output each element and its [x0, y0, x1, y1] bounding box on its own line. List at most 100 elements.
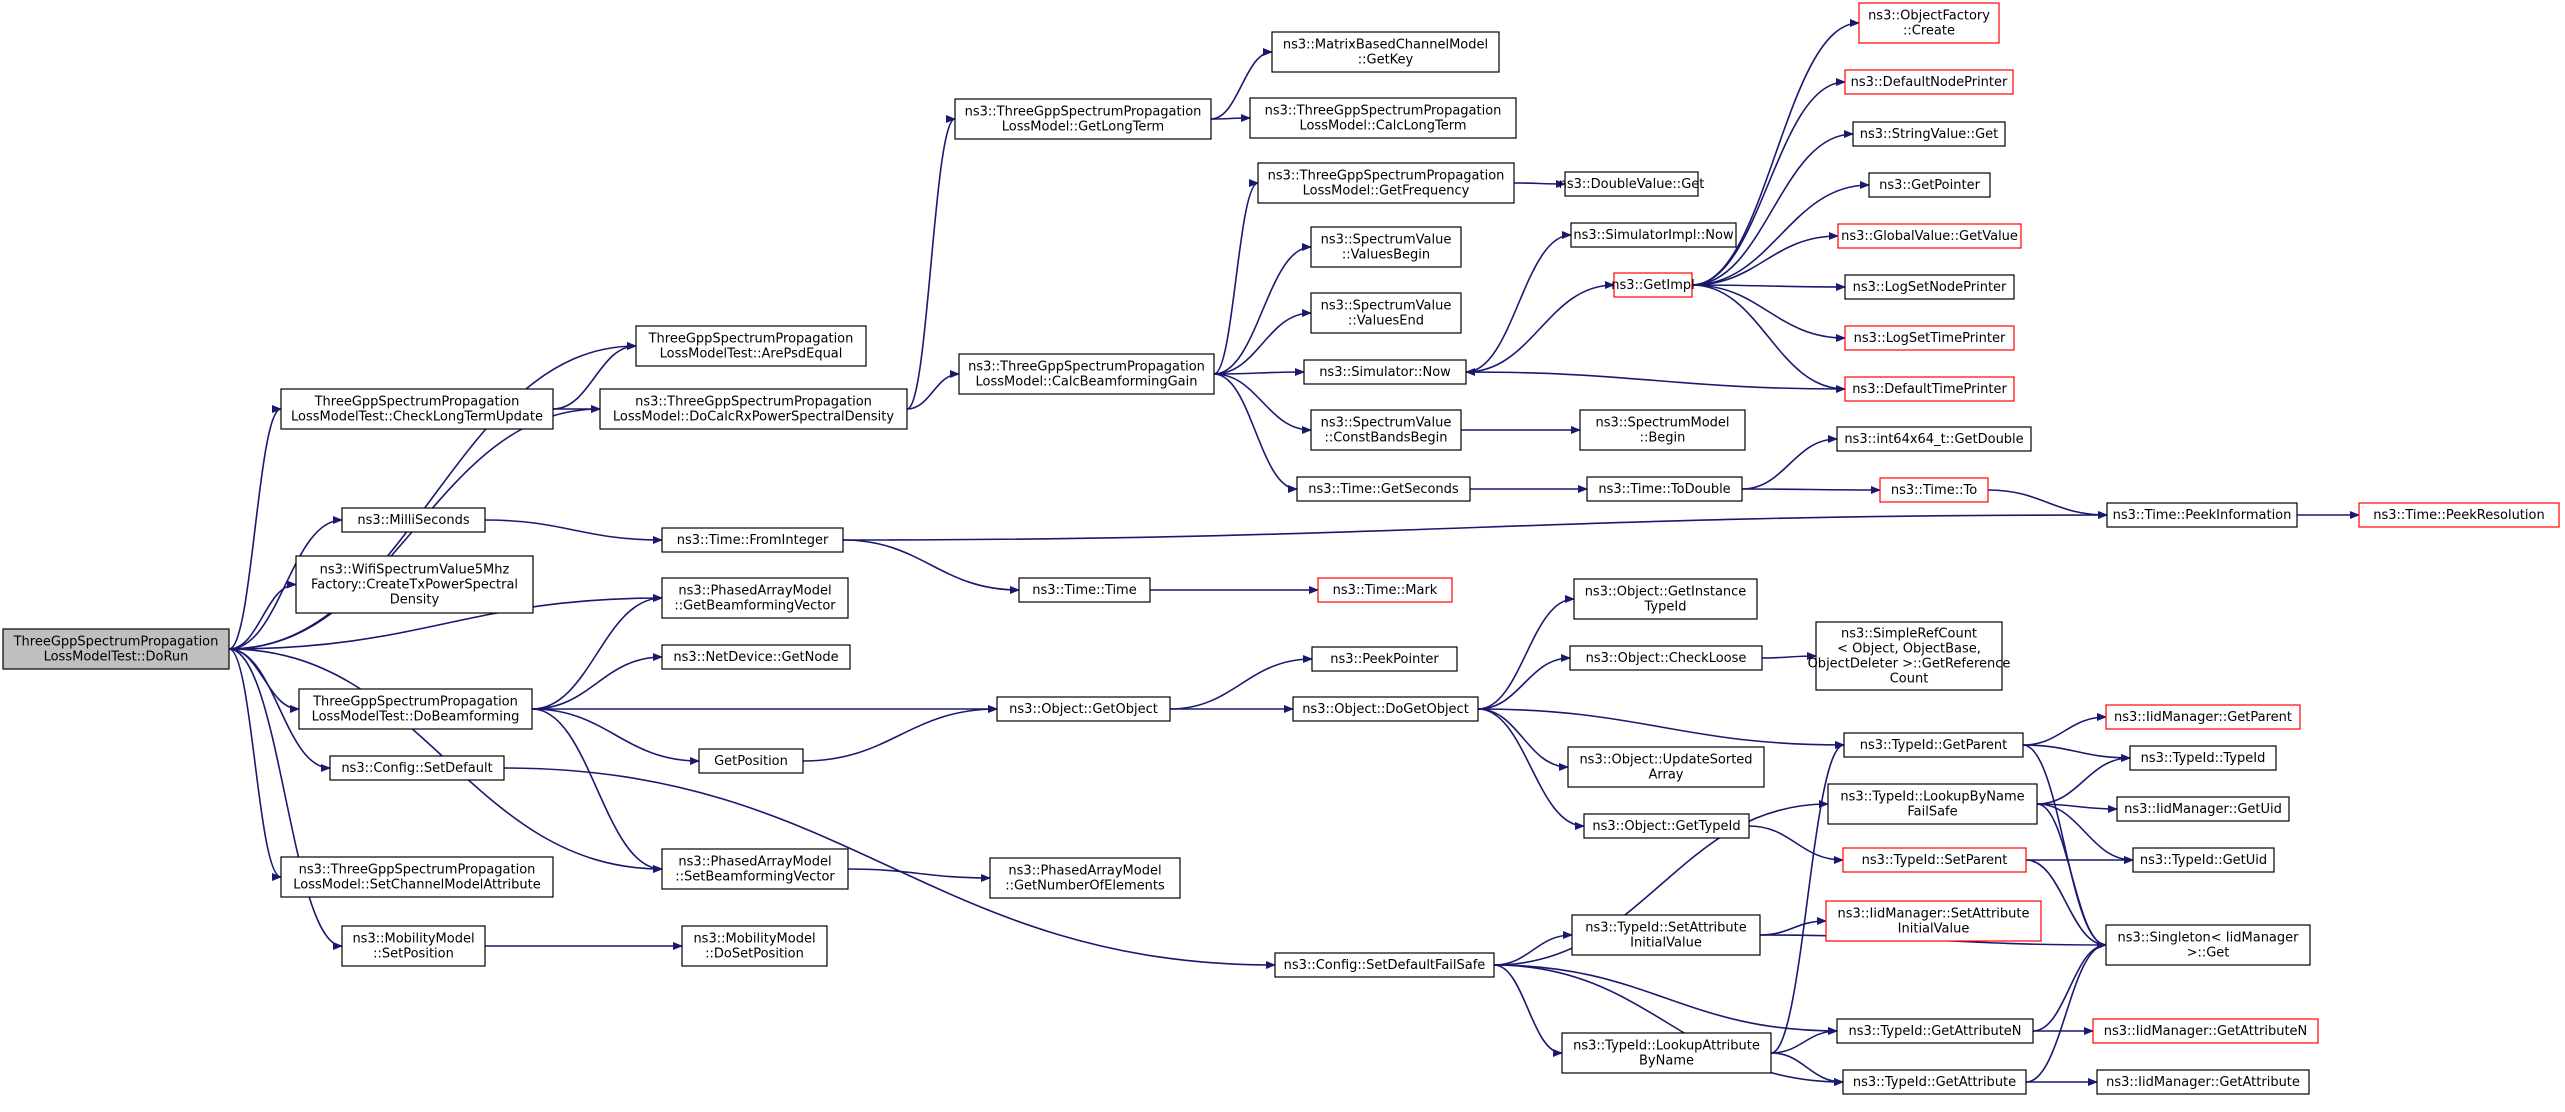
node-dogetobject[interactable]: ns3::Object::DoGetObject [1292, 696, 1479, 722]
edge-timeto-to-peekinfo [1987, 489, 2108, 519]
node-doubleget[interactable]: ns3::DoubleValue::Get [1559, 171, 1705, 197]
node-singletonget[interactable]: ns3::Singleton< IidManager>::Get [2105, 924, 2311, 966]
node-setchannelmodelattr[interactable]: ns3::ThreeGppSpectrumPropagationLossMode… [280, 856, 554, 898]
edge-getlongterm-to-calclongterm [1210, 114, 1251, 123]
edge-getimpl-to-stringvalueget [1691, 130, 1854, 286]
node-timegetseconds[interactable]: ns3::Time::GetSeconds [1296, 476, 1471, 502]
node-getobject[interactable]: ns3::Object::GetObject [996, 696, 1171, 722]
node-objfactorycreate[interactable]: ns3::ObjectFactory::Create [1858, 2, 2000, 44]
node-mobdosetposition[interactable]: ns3::MobilityModel::DoSetPosition [681, 925, 828, 967]
edge-lookupbyname-to-typeidtypeid [2036, 754, 2131, 805]
node-getnumelements[interactable]: ns3::PhasedArrayModel::GetNumberOfElemen… [989, 857, 1181, 899]
node-peekpointer[interactable]: ns3::PeekPointer [1311, 646, 1458, 672]
node-peekinfo[interactable]: ns3::Time::PeekInformation [2106, 502, 2298, 528]
node-timemark[interactable]: ns3::Time::Mark [1317, 577, 1453, 603]
node-stringvalueget[interactable]: ns3::StringValue::Get [1852, 121, 2006, 147]
node-iidgetattribute[interactable]: ns3::IidManager::GetAttribute [2096, 1069, 2310, 1095]
node-box [698, 748, 804, 774]
node-calclongterm[interactable]: ns3::ThreeGppSpectrumPropagationLossMode… [1249, 97, 1517, 139]
node-int64getdouble[interactable]: ns3::int64x64_t::GetDouble [1836, 426, 2032, 452]
node-label-line: ns3::PhasedArrayModel [678, 584, 831, 599]
node-iidgetuid[interactable]: ns3::IidManager::GetUid [2116, 796, 2290, 822]
node-timetime[interactable]: ns3::Time::Time [1018, 577, 1151, 603]
node-typeidgetparent[interactable]: ns3::TypeId::GetParent [1843, 732, 2024, 758]
node-checkloose[interactable]: ns3::Object::CheckLoose [1569, 645, 1763, 671]
node-docalcrx[interactable]: ns3::ThreeGppSpectrumPropagationLossMode… [599, 388, 908, 430]
node-box [635, 325, 867, 367]
node-typeidtypeid[interactable]: ns3::TypeId::TypeId [2129, 745, 2277, 771]
node-typeidsetparent[interactable]: ns3::TypeId::SetParent [1842, 847, 2027, 873]
node-logsetnodeprinter[interactable]: ns3::LogSetNodePrinter [1844, 274, 2015, 300]
node-getfrequency[interactable]: ns3::ThreeGppSpectrumPropagationLossMode… [1257, 162, 1515, 204]
node-arepsd[interactable]: ThreeGppSpectrumPropagationLossModelTest… [635, 325, 867, 367]
node-iidgetattributen[interactable]: ns3::IidManager::GetAttributeN [2092, 1018, 2319, 1044]
node-box [295, 555, 534, 614]
node-typeidgetuid[interactable]: ns3::TypeId::GetUid [2132, 847, 2275, 873]
node-constbands[interactable]: ns3::SpectrumValue::ConstBandsBegin [1310, 409, 1462, 451]
node-getbfvector[interactable]: ns3::PhasedArrayModel::GetBeamformingVec… [661, 577, 849, 619]
node-label-line: LossModelTest::CheckLongTermUpdate [291, 410, 543, 425]
node-box [1858, 2, 2000, 44]
node-typeidgetattribute[interactable]: ns3::TypeId::GetAttribute [1842, 1069, 2027, 1095]
edge-checkloose-to-simplerefcount [1761, 652, 1817, 661]
node-label-line: ns3::MobilityModel [352, 932, 474, 947]
edge-todouble-to-timeto [1741, 485, 1881, 494]
node-label-line: ns3::Config::SetDefault [341, 761, 492, 776]
node-todouble[interactable]: ns3::Time::ToDouble [1586, 476, 1743, 502]
node-label-line: ns3::Time::PeekResolution [2373, 508, 2544, 523]
node-setbfvector[interactable]: ns3::PhasedArrayModel::SetBeamformingVec… [661, 848, 849, 890]
edge-setdefaultfailsafe-to-lookupattrbyname [1493, 964, 1563, 1057]
node-getattributen[interactable]: ns3::TypeId::GetAttributeN [1836, 1018, 2034, 1044]
node-defaulttimeprinter[interactable]: ns3::DefaultTimePrinter [1844, 376, 2015, 402]
node-simplerefcount[interactable]: ns3::SimpleRefCount< Object, ObjectBase,… [1808, 621, 2011, 691]
node-spectrummodelbegin[interactable]: ns3::SpectrumModel::Begin [1579, 409, 1746, 451]
node-iidgetparent[interactable]: ns3::IidManager::GetParent [2105, 704, 2301, 730]
node-box [1311, 646, 1458, 672]
edge-calcbf-to-getfrequency [1213, 179, 1259, 375]
node-dobeamforming[interactable]: ThreeGppSpectrumPropagationLossModelTest… [298, 688, 533, 730]
node-label-line: ns3::MatrixBasedChannelModel [1283, 38, 1488, 53]
node-box [989, 857, 1181, 899]
node-configsetdefault[interactable]: ns3::Config::SetDefault [329, 755, 505, 781]
node-wifispectrum[interactable]: ns3::WifiSpectrumValue5MhzFactory::Creat… [295, 555, 534, 614]
node-checklongterm[interactable]: ThreeGppSpectrumPropagationLossModelTest… [280, 388, 554, 430]
node-getnode[interactable]: ns3::NetDevice::GetNode [661, 644, 851, 670]
node-valuesbegin[interactable]: ns3::SpectrumValue::ValuesBegin [1310, 226, 1462, 268]
node-frominteger[interactable]: ns3::Time::FromInteger [661, 527, 844, 553]
node-box [1844, 325, 2015, 351]
node-label-line: ns3::Time::PeekInformation [2113, 508, 2292, 523]
node-setdefaultfailsafe[interactable]: ns3::Config::SetDefaultFailSafe [1274, 952, 1495, 978]
node-globalvalueget[interactable]: ns3::GlobalValue::GetValue [1837, 223, 2022, 249]
node-dorun[interactable]: ThreeGppSpectrumPropagationLossModelTest… [2, 628, 230, 670]
node-timeto[interactable]: ns3::Time::To [1879, 477, 1989, 503]
node-milliseconds[interactable]: ns3::MilliSeconds [341, 507, 486, 533]
edge-setdefaultfailsafe-to-lookupbyname [1493, 800, 1829, 966]
node-label-line: LossModel::CalcLongTerm [1299, 119, 1466, 134]
node-box [1573, 578, 1758, 620]
node-simnow[interactable]: ns3::Simulator::Now [1303, 359, 1467, 385]
node-mobsetposition[interactable]: ns3::MobilityModel::SetPosition [341, 925, 486, 967]
node-iidsetattrinitial[interactable]: ns3::IidManager::SetAttributeInitialValu… [1825, 900, 2042, 942]
node-getposition[interactable]: GetPosition [698, 748, 804, 774]
node-getlongterm[interactable]: ns3::ThreeGppSpectrumPropagationLossMode… [954, 98, 1212, 140]
node-box [1844, 274, 2015, 300]
node-defaultnodeprinter[interactable]: ns3::DefaultNodePrinter [1844, 69, 2014, 95]
node-simimplnow[interactable]: ns3::SimulatorImpl::Now [1570, 222, 1737, 248]
node-getimpl[interactable]: ns3::GetImpl [1611, 272, 1695, 298]
node-valuesend[interactable]: ns3::SpectrumValue::ValuesEnd [1310, 292, 1462, 334]
node-getpointer[interactable]: ns3::GetPointer [1868, 172, 1991, 198]
node-getkey[interactable]: ns3::MatrixBasedChannelModel::GetKey [1271, 31, 1500, 73]
edge-setbfvector-to-getnumelements [847, 868, 991, 882]
node-logsettimeprinter[interactable]: ns3::LogSetTimePrinter [1844, 325, 2015, 351]
node-box [2106, 502, 2298, 528]
node-objgettypeid[interactable]: ns3::Object::GetTypeId [1583, 813, 1750, 839]
node-calcbf[interactable]: ns3::ThreeGppSpectrumPropagationLossMode… [958, 353, 1215, 395]
node-peekres[interactable]: ns3::Time::PeekResolution [2358, 502, 2560, 528]
node-label-line: ns3::Object::GetObject [1009, 702, 1158, 717]
